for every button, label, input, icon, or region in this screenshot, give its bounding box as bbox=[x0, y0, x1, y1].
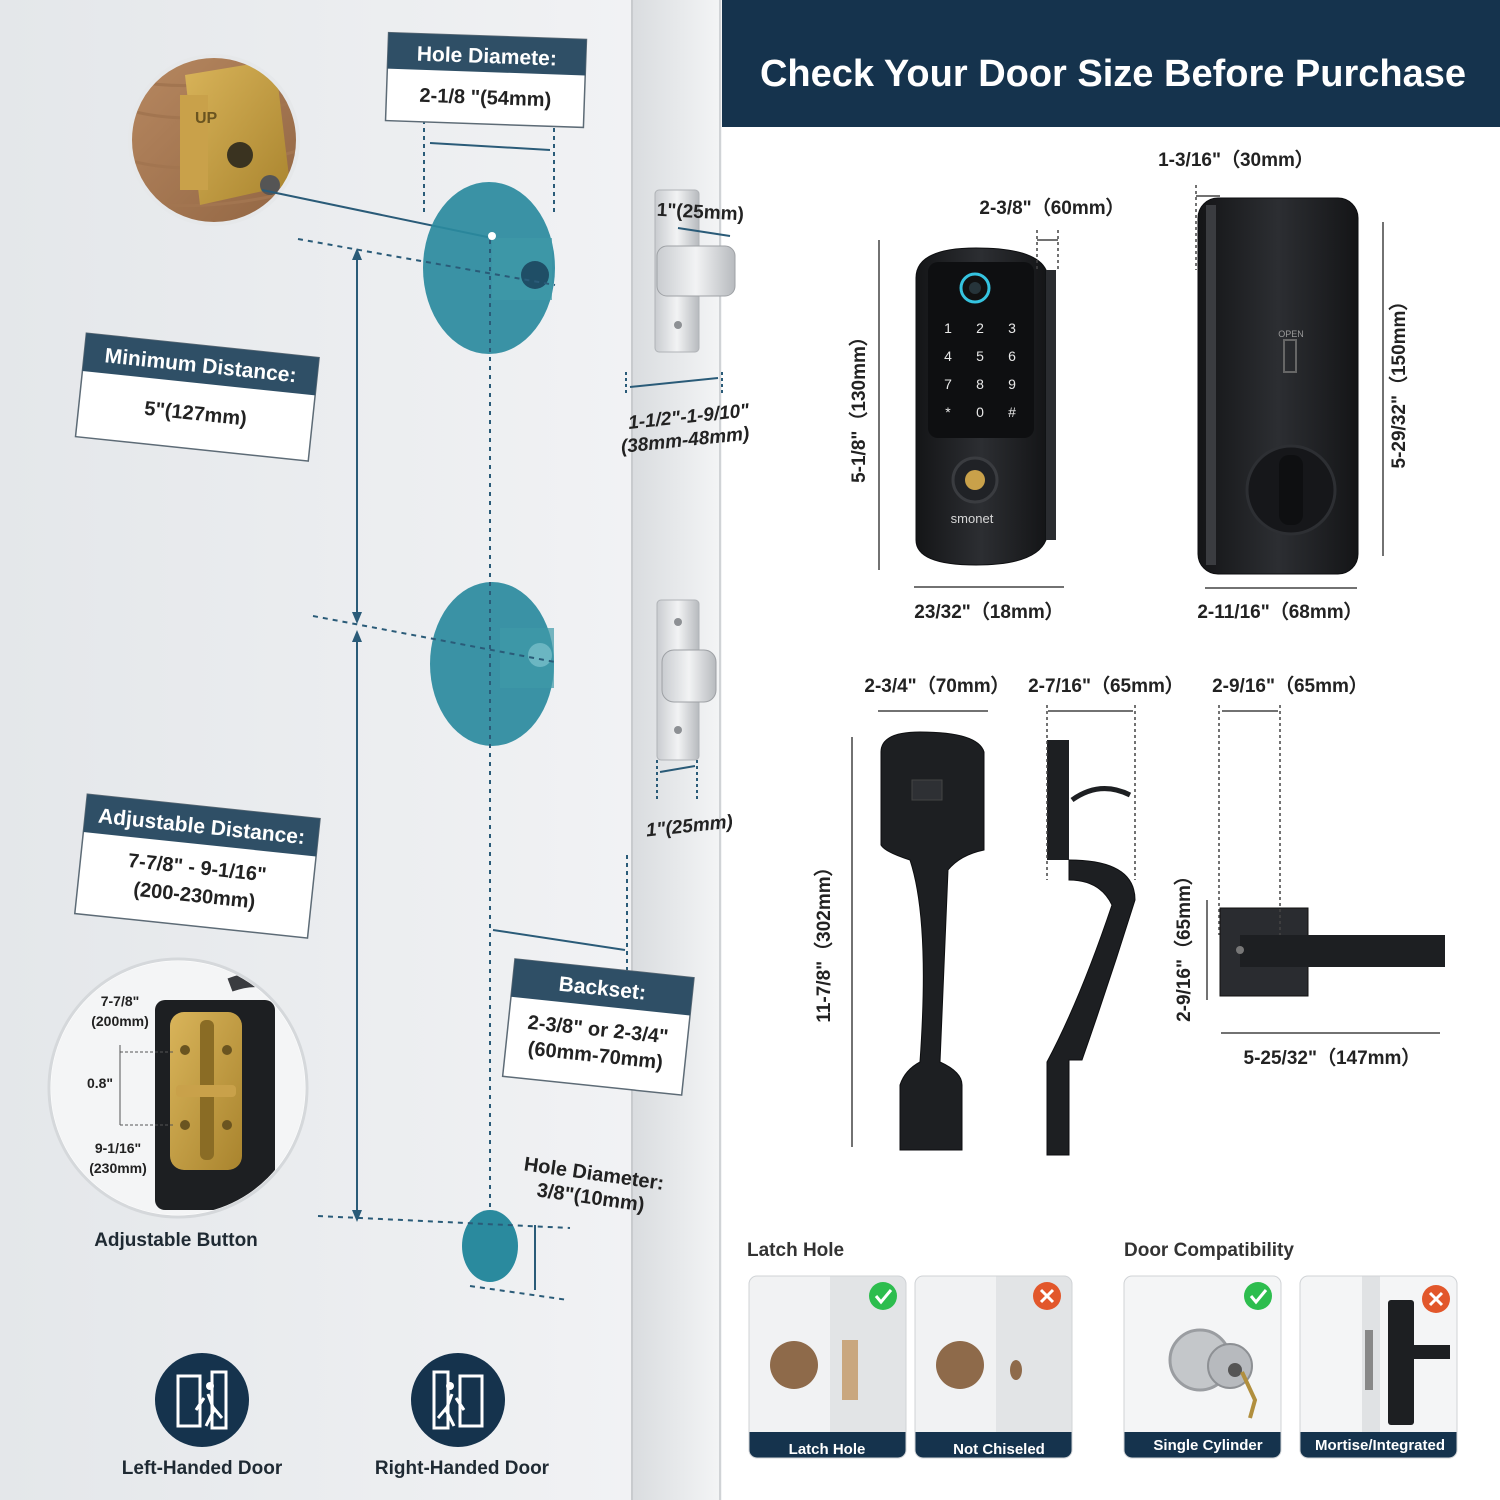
handle-side bbox=[1046, 740, 1136, 1156]
check-icon bbox=[1249, 1289, 1268, 1305]
lever-depth: 2-9/16"（65mm） bbox=[1212, 674, 1368, 697]
hole-center-lines bbox=[297, 238, 571, 1301]
keypad-keys: 1 2 3 4 5 6 7 8 9 * 0 # bbox=[944, 320, 1016, 420]
handle-front-width: 2-3/4"（70mm） bbox=[864, 674, 1009, 697]
latch-hole-card-ok: Latch Hole bbox=[748, 1275, 907, 1459]
handle-front-dims bbox=[851, 710, 988, 1147]
keypad-key: 5 bbox=[976, 348, 984, 364]
x-icon bbox=[1039, 1288, 1055, 1304]
interior-width: 2-11/16"（68mm） bbox=[1197, 600, 1362, 623]
strike-plate-zoom: UP bbox=[128, 54, 300, 226]
interior-depth: 1-3/16"（30mm） bbox=[1158, 148, 1314, 171]
keypad-depth: 2-3/8"（60mm） bbox=[979, 196, 1124, 219]
keypad-width: 23/32"（18mm） bbox=[914, 600, 1063, 623]
latch-faceplate bbox=[656, 599, 717, 761]
latch-hole-title: Latch Hole bbox=[747, 1240, 844, 1261]
latch-plate-mark: UP bbox=[195, 110, 218, 127]
keypad-key: 0 bbox=[976, 404, 984, 420]
hole-diameter-dim bbox=[423, 120, 555, 215]
keypad-key: # bbox=[1008, 404, 1016, 420]
keypad-lock: smonet bbox=[915, 247, 1056, 566]
lever-handle bbox=[1219, 907, 1445, 997]
button-middle: 0.8" bbox=[87, 1075, 113, 1091]
single-cylinder-caption: Single Cylinder bbox=[1153, 1437, 1262, 1454]
open-mark: OPEN bbox=[1278, 329, 1304, 339]
keypad-dims bbox=[878, 230, 1064, 588]
button-top-2: (200mm) bbox=[91, 1013, 149, 1029]
button-bottom-2: (230mm) bbox=[89, 1160, 147, 1176]
bolt-width-dim bbox=[677, 227, 731, 237]
keypad-brand: smonet bbox=[951, 511, 994, 526]
handle-front bbox=[880, 731, 985, 1151]
single-cylinder-card: Single Cylinder bbox=[1123, 1275, 1282, 1459]
keypad-height: 5-1/8"（130mm） bbox=[847, 327, 870, 483]
left-handed-door-icon bbox=[155, 1353, 249, 1447]
latch-width-dim bbox=[656, 760, 698, 800]
minimum-distance-label: Minimum Distance: 5"(127mm) bbox=[74, 332, 320, 462]
page-title: Check Your Door Size Before Purchase bbox=[760, 53, 1466, 95]
door-compatibility-title: Door Compatibility bbox=[1124, 1240, 1294, 1261]
interior-lock-dims bbox=[1195, 185, 1384, 589]
handle-side-dims bbox=[1046, 705, 1136, 880]
keypad-key: 1 bbox=[944, 320, 952, 336]
title-banner bbox=[722, 0, 1500, 127]
right-handed-door-label: Right-Handed Door bbox=[375, 1458, 550, 1479]
keypad-key: 8 bbox=[976, 376, 984, 392]
bolt-width-text: 1"(25mm) bbox=[656, 200, 744, 226]
latch-hole-card-caption: Latch Hole bbox=[789, 1441, 866, 1458]
lever-dims bbox=[1206, 705, 1440, 1034]
handle-side-depth: 2-7/16"（65mm） bbox=[1028, 674, 1184, 697]
keypad-key: 2 bbox=[976, 320, 984, 336]
right-handed-door-icon bbox=[411, 1353, 505, 1447]
keypad-key: 9 bbox=[1008, 376, 1016, 392]
button-top-1: 7-7/8" bbox=[101, 993, 140, 1009]
hole-diameter-value: 2-1/8 "(54mm) bbox=[419, 85, 551, 112]
backset-label: Backset: 2-3/8" or 2-3/4" (60mm-70mm) bbox=[501, 958, 695, 1096]
left-handed-door-label: Left-Handed Door bbox=[122, 1458, 283, 1479]
keypad-key: 4 bbox=[944, 348, 952, 364]
lever-height: 2-9/16"（65mm） bbox=[1172, 866, 1195, 1022]
door-thickness-dim bbox=[625, 372, 723, 395]
small-hole bbox=[462, 1210, 518, 1282]
x-icon bbox=[1428, 1291, 1444, 1307]
not-chiseled-card-caption: Not Chiseled bbox=[953, 1441, 1045, 1458]
mortise-caption: Mortise/Integrated bbox=[1315, 1437, 1445, 1454]
check-icon bbox=[874, 1289, 893, 1305]
lever-length: 5-25/32"（147mm） bbox=[1244, 1046, 1421, 1069]
keypad-key: * bbox=[945, 404, 951, 420]
hole-diameter-title: Hole Diamete: bbox=[416, 43, 557, 71]
adjustable-button-caption: Adjustable Button bbox=[94, 1230, 258, 1251]
interior-lock: OPEN bbox=[1197, 197, 1359, 575]
keypad-key: 7 bbox=[944, 376, 952, 392]
keypad-key: 3 bbox=[1008, 320, 1016, 336]
mortise-card: Mortise/Integrated bbox=[1299, 1275, 1458, 1459]
backset-dim bbox=[492, 855, 628, 985]
adjustable-button-zoom: 7-7/8" (200mm) 0.8" 9-1/16" (230mm) bbox=[47, 957, 309, 1219]
distance-arrows bbox=[352, 248, 536, 1290]
interior-height: 5-29/32"（150mm） bbox=[1387, 292, 1410, 469]
handle-hole bbox=[430, 582, 554, 746]
keypad-key: 6 bbox=[1008, 348, 1016, 364]
adjustable-distance-label: Adjustable Distance: 7-7/8" - 9-1/16" (2… bbox=[73, 793, 321, 939]
handle-front-height: 11-7/8"（302mm） bbox=[812, 857, 835, 1022]
latch-hole-card-bad: Not Chiseled bbox=[914, 1275, 1073, 1459]
button-bottom-1: 9-1/16" bbox=[95, 1140, 141, 1156]
hole-diameter-label: Hole Diamete: 2-1/8 "(54mm) bbox=[384, 31, 588, 129]
